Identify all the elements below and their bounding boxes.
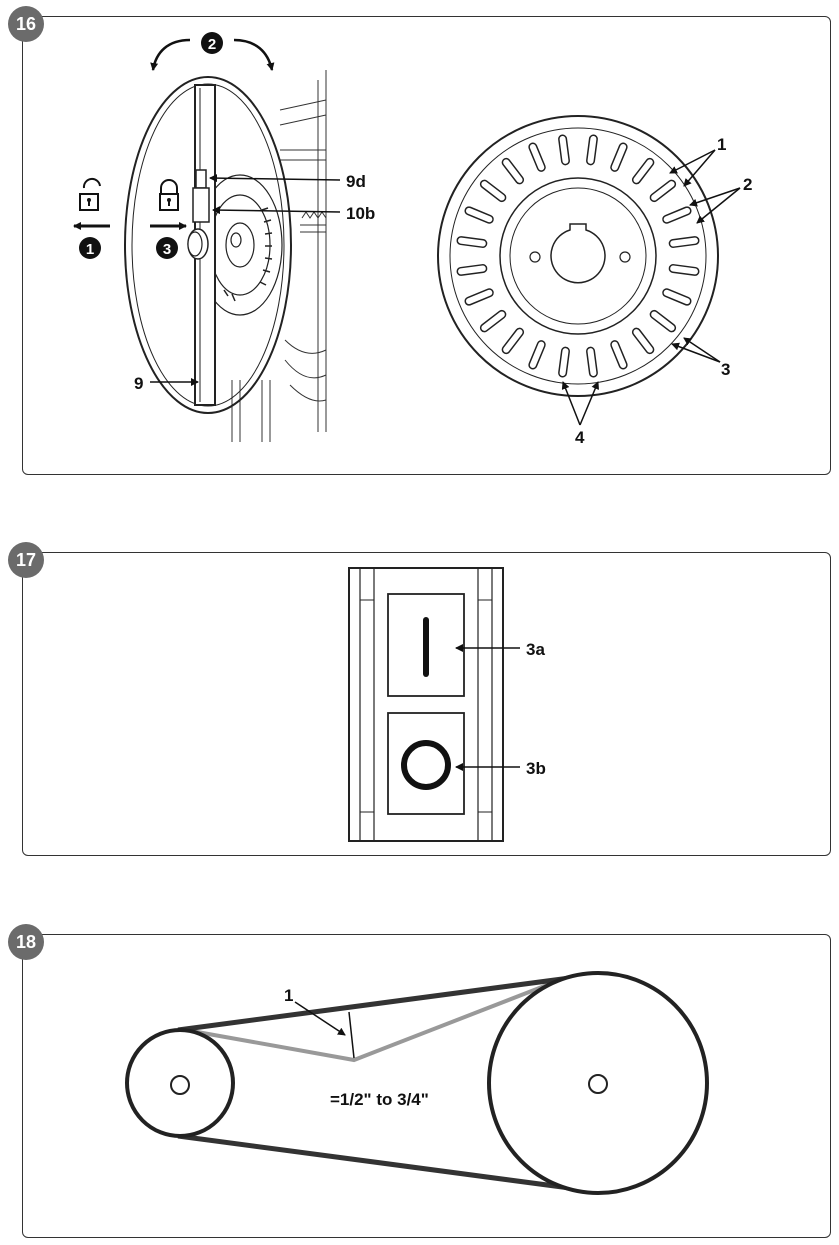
unlock-padlock-icon [79,177,101,211]
disc-slot [670,265,698,275]
large-pulley-shaft [588,1074,608,1094]
disc-slot [465,289,493,305]
disc-slot [587,136,597,164]
disc-slot [458,237,486,247]
rotate-right-arrow [233,38,275,71]
disc-slots [456,134,700,378]
callout-9d: 9d [346,172,366,191]
deflection-text: =1/2" to 3/4" [330,1090,429,1109]
step-2-label: 2 [208,36,216,53]
step-3-label: 3 [163,241,171,258]
rotate-left-arrow [150,38,191,71]
disc-slot [611,143,627,171]
disc-slot [529,143,545,171]
disc-slot [503,329,523,353]
disc-callout-3: 3 [721,360,730,379]
figure-16-badge: 16 [8,6,44,42]
disc-slot [559,136,569,164]
belt-top [177,971,601,1033]
callout-3a: 3a [526,640,545,659]
disc-slot [663,289,691,305]
belt-bottom [177,1133,601,1195]
off-button [387,712,465,815]
disc-slot [559,348,569,376]
disc-slot [587,348,597,376]
small-pulley-shaft [170,1075,190,1095]
disc-slot [633,329,653,353]
disc-callout-1: 1 [717,135,726,154]
figure-16-diagram: 2 1 3 9d 10b 9 [73,32,752,447]
slotted-disc [437,115,719,397]
disc-slot [611,341,627,369]
callout-9: 9 [134,374,143,393]
disc-callout-2: 2 [743,175,752,194]
belt-slack-line [185,978,561,1063]
disc-slot [481,311,505,331]
disc-slot [651,311,675,331]
callout-3b: 3b [526,759,546,778]
disc-slot [651,181,675,201]
disc-slot [503,159,523,183]
step-1-label: 1 [86,241,94,258]
lock-pin-body [192,187,210,223]
callout-10b: 10b [346,204,375,223]
disc-slot [663,207,691,223]
step-1-marker [79,237,101,259]
disc-slot [670,237,698,247]
step-3-marker [156,237,178,259]
belt-callout-1: 1 [284,986,293,1005]
disc-slot [465,207,493,223]
figure-17-diagram: 3a 3b [348,567,546,842]
disc-slot [633,159,653,183]
disc-slot [458,265,486,275]
step-2-marker [201,32,223,54]
disc-slot [529,341,545,369]
disc-slot [481,181,505,201]
figure-17-badge: 17 [8,542,44,578]
lock-padlock-icon [159,179,179,211]
handwheel-ring [124,76,292,414]
disc-callout-4: 4 [575,428,585,447]
off-symbol [401,740,451,790]
figure-18-badge: 18 [8,924,44,960]
